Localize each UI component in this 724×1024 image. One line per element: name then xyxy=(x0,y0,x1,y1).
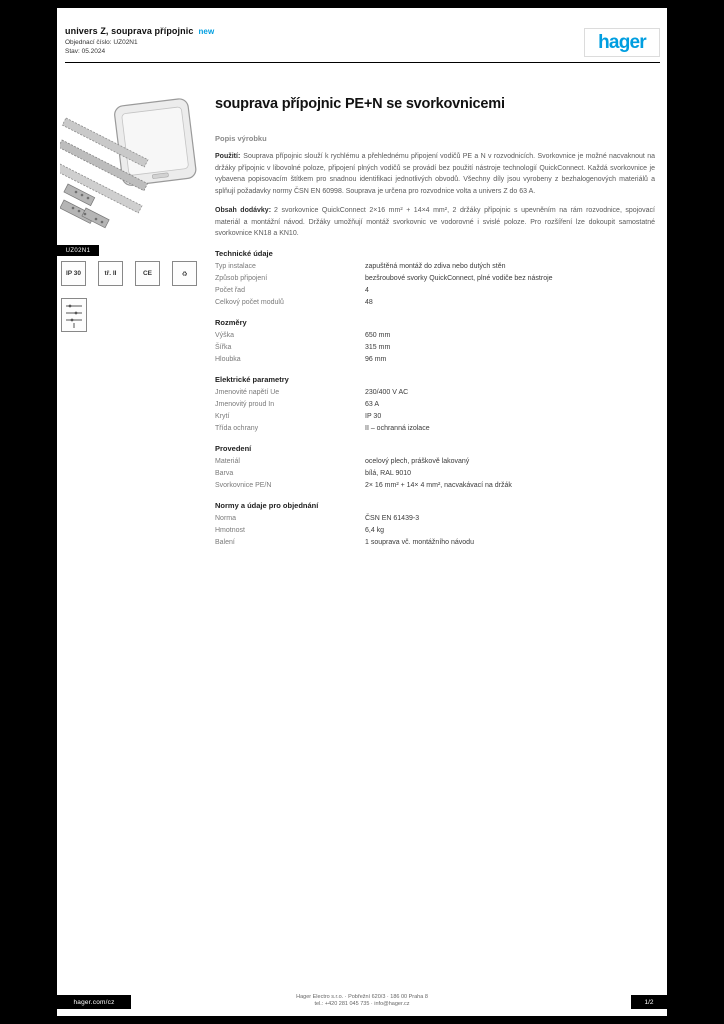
spec-label: Typ instalace xyxy=(215,262,256,270)
ip-rating-icon: IP 30 xyxy=(61,261,86,286)
header: univers Z, souprava přípojnic new Objedna… xyxy=(65,26,214,55)
spec-value: IP 30 xyxy=(365,412,382,420)
spec-value: 230/400 V AC xyxy=(365,388,409,396)
spec-row: Hloubka 96 mm xyxy=(215,354,655,366)
pictogram-row: IP 30 tř. II CE ♻ xyxy=(61,261,197,286)
spec-label: Balení xyxy=(215,538,235,546)
spec-row: Typ instalace zapuštěná montáž do zdiva n… xyxy=(215,261,655,273)
spec-value: 63 A xyxy=(365,400,380,408)
spec-value: ČSN EN 61439-3 xyxy=(365,514,420,522)
spec-value: 1 souprava vč. montážního návodu xyxy=(365,538,474,546)
header-title-text: univers Z, souprava přípojnic xyxy=(65,26,194,36)
spec-label: Způsob připojení xyxy=(215,274,268,282)
main-content: souprava přípojnic PE+N se svorkovnicemi… xyxy=(215,96,655,549)
footer-address-line2: tel.: +420 281 045 735 · info@hager.cz xyxy=(314,1001,410,1007)
spec-label: Celkový počet modulů xyxy=(215,298,284,306)
spec-row: Materiál ocelový plech, práškově lakovaný xyxy=(215,456,655,468)
spec-row: Hmotnost 6,4 kg xyxy=(215,525,655,537)
footer-address-line1: Hager Electro s.r.o. · Pobřežní 620/3 · … xyxy=(296,994,428,1000)
spec-row: Šířka 315 mm xyxy=(215,342,655,354)
spec-label: Třída ochrany xyxy=(215,424,259,432)
spec-section-header: Technické údaje xyxy=(215,248,273,258)
spec-value: bílá, RAL 9010 xyxy=(365,469,412,477)
new-badge: new xyxy=(198,27,215,36)
recycling-icon: ♻ xyxy=(172,261,197,286)
spec-row: Svorkovnice PE/N 2× 16 mm² + 14× 4 mm², n… xyxy=(215,480,655,492)
spec-row: Počet řad 4 xyxy=(215,285,655,297)
spec-section-header: Elektrické parametry xyxy=(215,374,289,384)
spec-label: Barva xyxy=(215,469,234,477)
spec-value: 6,4 kg xyxy=(365,526,385,534)
spec-label: Materiál xyxy=(215,457,240,465)
spec-row: Celkový počet modulů 48 xyxy=(215,297,655,309)
spec-section-header: Provedení xyxy=(215,443,252,453)
footer-address: Hager Electro s.r.o. · Pobřežní 620/3 · … xyxy=(202,994,522,1008)
spec-label: Šířka xyxy=(215,343,232,351)
spec-section-header: Normy a údaje pro objednání xyxy=(215,500,319,510)
spec-label: Norma xyxy=(215,514,237,522)
protection-class-icon: tř. II xyxy=(98,261,123,286)
spec-value: 2× 16 mm² + 14× 4 mm², nacvakávací na dr… xyxy=(365,481,512,489)
spec-label: Hmotnost xyxy=(215,526,245,534)
product-title: souprava přípojnic PE+N se svorkovnicemi xyxy=(215,96,505,112)
header-status: Stav: 05.2024 xyxy=(65,48,106,55)
spec-row: Třída ochrany II – ochranná izolace xyxy=(215,423,655,435)
wiring-diagram-icon xyxy=(61,298,87,332)
product-photo xyxy=(55,88,198,240)
header-divider xyxy=(65,62,660,63)
spec-section-header: Rozměry xyxy=(215,317,247,327)
product-ref-label: UZ02N1 xyxy=(57,245,99,256)
paragraph-lead: Použití: xyxy=(215,153,241,160)
description-paragraph: Obsah dodávky:2 svorkovnice QuickConnect… xyxy=(215,205,655,240)
spec-row: Krytí IP 30 xyxy=(215,411,655,423)
datasheet-page: univers Z, souprava přípojnic new Objedna… xyxy=(55,8,667,1016)
spec-value: 650 mm xyxy=(365,331,391,339)
paragraph-text: 2 svorkovnice QuickConnect 2×16 mm² + 14… xyxy=(215,207,655,237)
footer-site-link[interactable]: hager.com/cz xyxy=(57,995,131,1009)
spec-value: zapuštěná montáž do zdiva nebo dutých st… xyxy=(365,262,506,270)
spec-row: Výška 650 mm xyxy=(215,330,655,342)
spec-row: Způsob připojení bezšroubové svorky Quick… xyxy=(215,273,655,285)
spec-row: Jmenovité napětí Ue 230/400 V AC xyxy=(215,387,655,399)
paragraph-text: Souprava přípojnic slouží k rychlému a p… xyxy=(215,153,655,195)
spec-label: Výška xyxy=(215,331,235,339)
spec-value: ocelový plech, práškově lakovaný xyxy=(365,457,470,465)
spec-row: Norma ČSN EN 61439-3 xyxy=(215,513,655,525)
page-number-badge: 1/2 xyxy=(631,995,667,1009)
paragraph-lead: Obsah dodávky: xyxy=(215,207,272,214)
spec-value: 48 xyxy=(365,298,373,306)
spec-label: Jmenovité napětí Ue xyxy=(215,388,280,396)
spec-value: 315 mm xyxy=(365,343,391,351)
spec-label: Jmenovitý proud In xyxy=(215,400,275,408)
spec-row: Balení 1 souprava vč. montážního návodu xyxy=(215,537,655,549)
spec-value: 4 xyxy=(365,286,369,294)
hager-logo-text: hager xyxy=(598,31,647,53)
spec-value: II – ochranná izolace xyxy=(365,424,430,432)
description-paragraph: Použití:Souprava přípojnic slouží k rych… xyxy=(215,151,655,197)
spec-label: Krytí xyxy=(215,412,230,420)
spec-value: 96 mm xyxy=(365,355,387,363)
product-photo-illustration xyxy=(55,98,197,229)
spec-label: Svorkovnice PE/N xyxy=(215,481,272,489)
description-section-label: Popis výrobku xyxy=(215,134,267,143)
spec-label: Hloubka xyxy=(215,355,241,363)
spec-row: Jmenovitý proud In 63 A xyxy=(215,399,655,411)
spec-label: Počet řad xyxy=(215,286,245,294)
header-order-number: Objednací číslo: UZ02N1 xyxy=(65,38,138,46)
spec-value: bezšroubové svorky QuickConnect, plné vo… xyxy=(365,274,553,282)
spec-row: Barva bílá, RAL 9010 xyxy=(215,468,655,480)
header-product-line: univers Z, souprava přípojnic new xyxy=(65,26,214,36)
hager-logo: hager xyxy=(584,28,660,57)
ce-mark-icon: CE xyxy=(135,261,160,286)
